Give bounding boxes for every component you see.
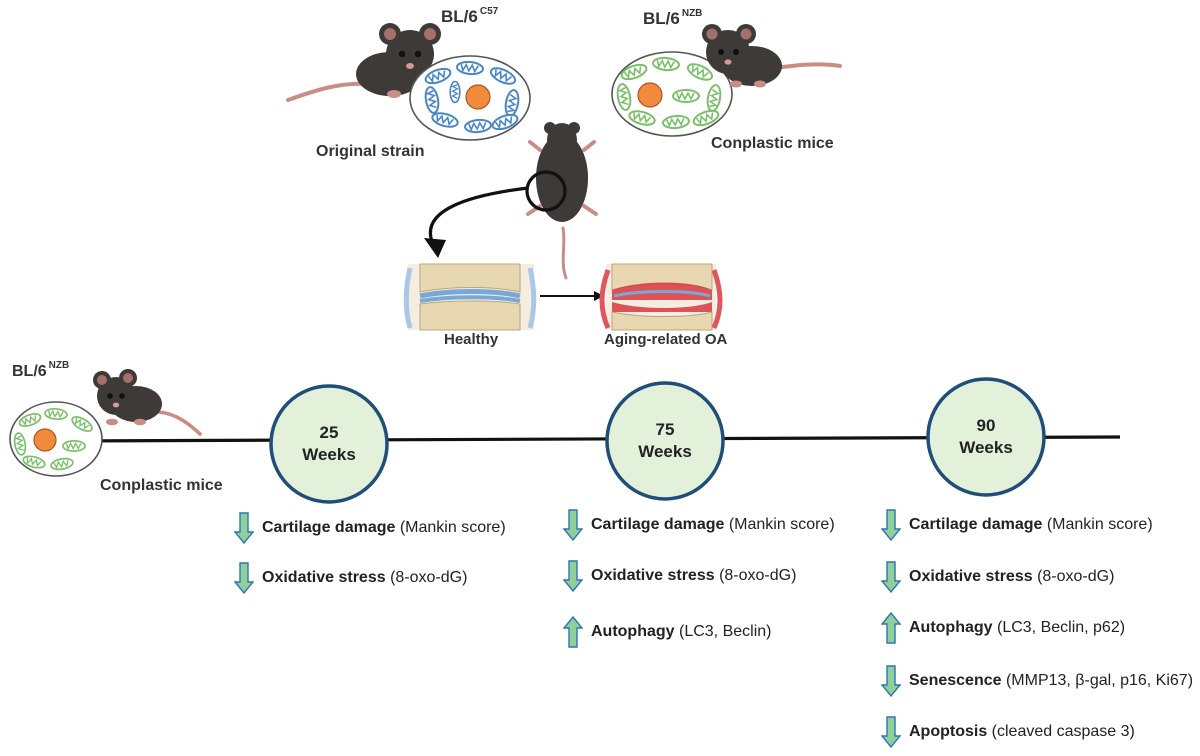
- timeline-cell-icon: [9, 401, 103, 477]
- finding-item: Oxidative stress (8-oxo-dG): [563, 560, 796, 592]
- finding-label: Oxidative stress: [909, 568, 1033, 585]
- oa-label: Aging-related OA: [604, 331, 728, 348]
- finding-detail: (Mankin score): [395, 519, 506, 536]
- down-arrow-icon: [234, 512, 254, 544]
- down-arrow-icon: [881, 509, 901, 541]
- down-arrow-shape: [881, 716, 901, 748]
- down-arrow-icon: [563, 509, 583, 541]
- healthy-label: Healthy: [444, 331, 499, 348]
- down-arrow-icon: [881, 665, 901, 697]
- finding-item: Apoptosis (cleaved caspase 3): [881, 716, 1135, 748]
- oa-joint-icon: [599, 263, 723, 331]
- finding-detail: (cleaved caspase 3): [987, 723, 1135, 740]
- finding-label: Cartilage damage: [909, 516, 1043, 533]
- finding-label: Oxidative stress: [262, 569, 386, 586]
- finding-detail: (Mankin score): [724, 516, 835, 533]
- down-arrow-icon: [563, 560, 583, 592]
- conplastic-mouse-icon: [702, 24, 842, 88]
- down-arrow-shape: [563, 509, 583, 541]
- finding-item: Autophagy (LC3, Beclin): [563, 616, 771, 648]
- finding-detail: (8-oxo-dG): [385, 569, 468, 586]
- top-view-mouse-icon: [526, 122, 598, 280]
- finding-label: Cartilage damage: [591, 516, 725, 533]
- finding-label: Cartilage damage: [262, 519, 396, 536]
- progression-arrow-icon: [540, 291, 604, 301]
- finding-label: Autophagy: [591, 623, 675, 640]
- finding-item: Cartilage damage (Mankin score): [563, 509, 835, 541]
- conplastic-cell-icon: [611, 51, 733, 137]
- conplastic-strain-caption: Conplastic mice: [711, 135, 834, 152]
- finding-item: Autophagy (LC3, Beclin, p62): [881, 612, 1125, 644]
- down-arrow-shape: [234, 562, 254, 594]
- up-arrow-shape: [563, 616, 583, 648]
- finding-label: Senescence: [909, 672, 1002, 689]
- down-arrow-shape: [881, 665, 901, 697]
- down-arrow-shape: [881, 509, 901, 541]
- finding-item: Oxidative stress (8-oxo-dG): [234, 562, 467, 594]
- original-strain-caption: Original strain: [316, 143, 425, 160]
- finding-detail: (Mankin score): [1042, 516, 1153, 533]
- down-arrow-shape: [234, 512, 254, 544]
- magnifier-circle-icon: [525, 170, 567, 212]
- finding-detail: (MMP13, β-gal, p16, Ki67): [1001, 672, 1194, 689]
- up-arrow-icon: [881, 612, 901, 644]
- timepoint-circle-25: [269, 384, 389, 504]
- original-strain-cell-icon: [409, 55, 531, 141]
- timeline-strain-caption: Conplastic mice: [100, 477, 223, 494]
- finding-item: Senescence (MMP13, β-gal, p16, Ki67): [881, 665, 1193, 697]
- down-arrow-shape: [563, 560, 583, 592]
- finding-detail: (LC3, Beclin): [674, 623, 772, 640]
- timepoint-circle-75: [605, 381, 725, 501]
- timepoint-circle-90: [926, 377, 1046, 497]
- finding-detail: (LC3, Beclin, p62): [992, 619, 1126, 636]
- finding-item: Cartilage damage (Mankin score): [234, 512, 506, 544]
- finding-label: Apoptosis: [909, 723, 988, 740]
- finding-item: Cartilage damage (Mankin score): [881, 509, 1153, 541]
- finding-label: Autophagy: [909, 619, 993, 636]
- curved-arrow-icon: [424, 186, 529, 258]
- down-arrow-icon: [234, 562, 254, 594]
- healthy-joint-icon: [403, 263, 537, 331]
- finding-detail: (8-oxo-dG): [1032, 568, 1115, 585]
- down-arrow-shape: [881, 561, 901, 593]
- down-arrow-icon: [881, 716, 901, 748]
- finding-item: Oxidative stress (8-oxo-dG): [881, 561, 1114, 593]
- up-arrow-shape: [881, 612, 901, 644]
- finding-detail: (8-oxo-dG): [714, 567, 797, 584]
- finding-label: Oxidative stress: [591, 567, 715, 584]
- up-arrow-icon: [563, 616, 583, 648]
- down-arrow-icon: [881, 561, 901, 593]
- timeline-mouse-icon: [93, 369, 202, 436]
